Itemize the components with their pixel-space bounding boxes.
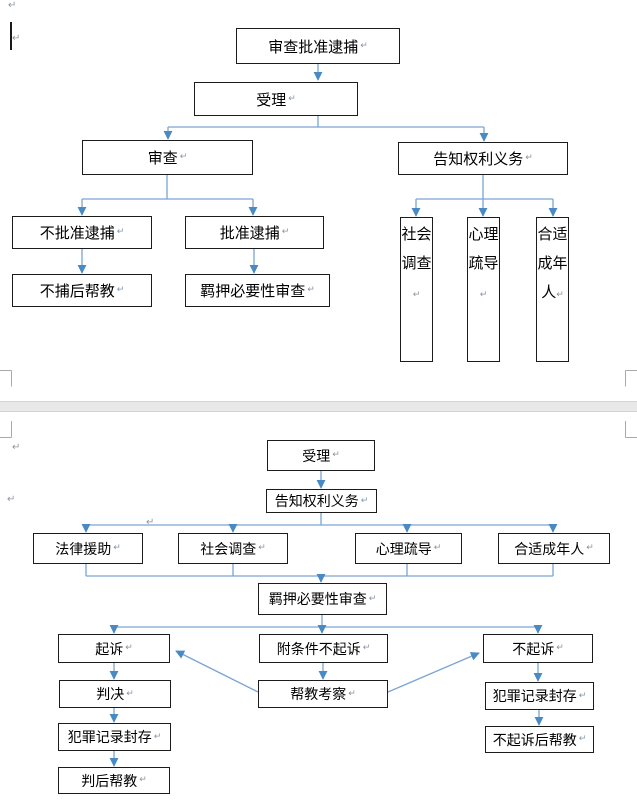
return-mark-icon: ↵ [433, 543, 442, 553]
node-criminal-record-sealing-right[interactable]: 犯罪记录封存↵ [485, 682, 594, 710]
return-mark-icon: ↵ [368, 593, 377, 604]
node-psychological-counseling[interactable]: 心理疏导 ↵ [467, 217, 500, 362]
node-post-nonarrest-mentoring[interactable]: 不捕后帮教↵ [12, 274, 152, 307]
node-criminal-record-sealing-left[interactable]: 犯罪记录封存↵ [58, 723, 171, 751]
return-mark-icon: ↵ [586, 543, 594, 553]
return-mark-icon: ↵ [348, 688, 356, 699]
node-label: 合适成年人 [537, 226, 568, 301]
node-label: 起诉 [95, 640, 124, 657]
node-label: 告知权利义务 [274, 493, 359, 509]
node-label: 判后帮教 [81, 772, 138, 789]
node-legal-aid[interactable]: 法律援助↵ [33, 533, 143, 564]
node-post-judgment-mentoring[interactable]: 判后帮教↵ [58, 767, 170, 794]
return-mark-icon: ↵ [258, 543, 266, 553]
node-label: 告知权利义务 [433, 151, 524, 168]
node-label: 审查批准逮捕 [268, 38, 359, 56]
node-detention-necessity-review-2[interactable]: 羁押必要性审查↵ [258, 583, 387, 615]
node-label: 受理 [302, 447, 331, 464]
node-label: 不起诉 [512, 640, 555, 657]
return-mark-icon: ↵ [139, 775, 147, 785]
node-accept-2[interactable]: 受理↵ [267, 440, 375, 471]
node-label: 犯罪记录封存 [67, 729, 152, 745]
return-mark-icon: ↵ [125, 643, 133, 653]
return-mark-icon: ↵ [288, 93, 296, 104]
node-label: 羁押必要性审查 [200, 283, 306, 300]
node-label: 社会调查 [401, 226, 432, 272]
return-mark-icon: ↵ [116, 285, 125, 295]
node-label: 犯罪记录封存 [492, 688, 577, 704]
node-mentoring-inspection[interactable]: 帮教考察↵ [258, 680, 388, 708]
page-break-gap [0, 401, 637, 412]
paragraph-mark-icon: ↵ [12, 33, 21, 44]
node-label: 不捕后帮教 [39, 283, 115, 300]
return-mark-icon: ↵ [578, 734, 587, 744]
return-mark-icon: ↵ [179, 152, 188, 162]
node-review-approve-arrest[interactable]: 审查批准逮捕↵ [236, 28, 400, 64]
node-social-investigation[interactable]: 社会调查 ↵ [400, 217, 433, 362]
node-approve-arrest[interactable]: 批准逮捕↵ [185, 216, 324, 249]
page-margin-corner-marks [0, 370, 637, 438]
node-label: 法律援助 [55, 540, 112, 557]
paragraph-mark-icon: ↵ [146, 517, 155, 528]
node-label: 社会调查 [200, 540, 257, 557]
return-mark-icon: ↵ [525, 153, 533, 163]
return-mark-icon: ↵ [126, 688, 134, 699]
return-mark-icon: ↵ [360, 495, 369, 506]
paragraph-mark-icon: ↵ [12, 442, 21, 453]
return-mark-icon: ↵ [479, 290, 488, 300]
node-inform-rights-obligations-2[interactable]: 告知权利义务↵ [266, 489, 377, 513]
node-disapprove-arrest[interactable]: 不批准逮捕↵ [12, 216, 152, 249]
node-social-investigation-2[interactable]: 社会调查↵ [178, 533, 288, 564]
node-detention-necessity-review[interactable]: 羁押必要性审查↵ [185, 274, 330, 307]
node-post-nonprosecution-mentoring[interactable]: 不起诉后帮教↵ [485, 726, 594, 753]
return-mark-icon: ↵ [360, 40, 368, 51]
node-appropriate-adult[interactable]: 合适成年人↵ [536, 217, 569, 362]
return-mark-icon: ↵ [113, 543, 121, 553]
node-judgment[interactable]: 判决↵ [59, 680, 171, 708]
node-label: 心理疏导 [468, 226, 499, 272]
node-accept[interactable]: 受理↵ [194, 82, 358, 116]
return-mark-icon: ↵ [116, 227, 125, 237]
node-label: 心理疏导 [375, 540, 432, 557]
paragraph-mark-icon: ↵ [8, 0, 17, 11]
node-label: 合适成年人 [514, 540, 585, 557]
node-label: 判决 [96, 686, 125, 702]
node-psychological-counseling-2[interactable]: 心理疏导↵ [355, 533, 462, 564]
return-mark-icon: ↵ [578, 690, 587, 701]
return-mark-icon: ↵ [332, 450, 340, 460]
return-mark-icon: ↵ [281, 227, 290, 237]
return-mark-icon: ↵ [412, 290, 421, 300]
return-mark-icon: ↵ [153, 731, 162, 742]
node-label: 不批准逮捕 [39, 225, 115, 242]
node-appropriate-adult-2[interactable]: 合适成年人↵ [498, 533, 610, 564]
node-label: 批准逮捕 [219, 225, 280, 242]
paragraph-mark-icon: ↵ [7, 494, 16, 505]
node-label: 帮教考察 [290, 686, 347, 702]
node-label: 羁押必要性审查 [268, 591, 367, 607]
node-inform-rights-obligations[interactable]: 告知权利义务↵ [398, 142, 568, 175]
node-conditional-non-prosecution[interactable]: 附条件不起诉↵ [259, 634, 388, 663]
node-label: 附条件不起诉 [276, 640, 361, 657]
node-label: 不起诉后帮教 [492, 731, 577, 748]
return-mark-icon: ↵ [556, 643, 564, 653]
node-review[interactable]: 审查↵ [82, 140, 253, 175]
node-non-prosecution[interactable]: 不起诉↵ [483, 634, 593, 663]
node-label: 受理 [256, 91, 287, 109]
return-mark-icon: ↵ [362, 643, 371, 653]
return-mark-icon: ↵ [556, 290, 564, 300]
return-mark-icon: ↵ [307, 285, 315, 295]
text-cursor [10, 22, 12, 50]
node-prosecution[interactable]: 起诉↵ [58, 634, 170, 663]
node-label: 审查 [147, 150, 178, 167]
